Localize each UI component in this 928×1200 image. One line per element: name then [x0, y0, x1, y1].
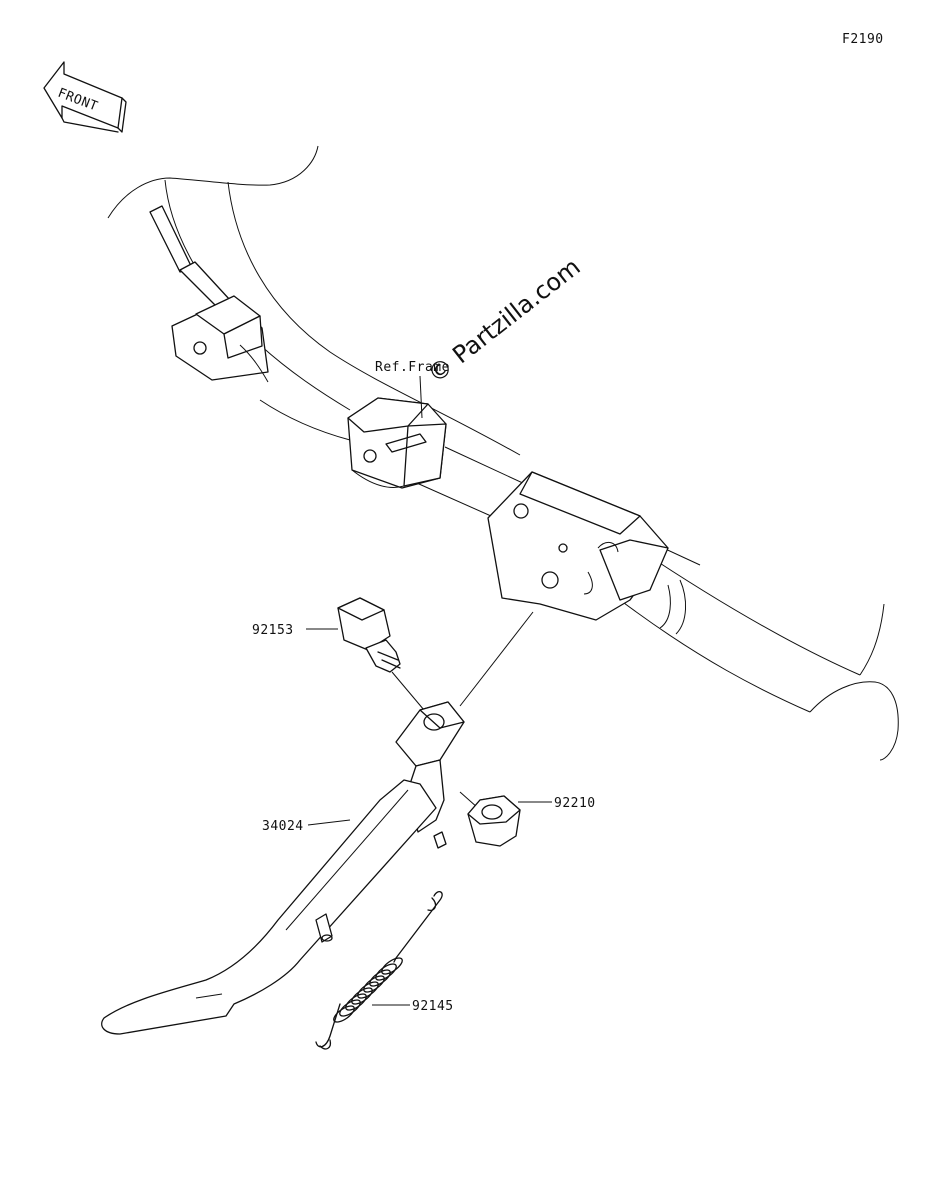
side-stand-part — [101, 701, 465, 1035]
bolt-leader — [391, 671, 425, 711]
callout-bolt: 92153 — [252, 623, 294, 638]
bolt-part — [337, 597, 401, 673]
ref-frame-leader — [419, 375, 423, 419]
front-arrow-icon: FRONT — [43, 61, 127, 133]
callout-leader-stand — [307, 819, 351, 826]
callout-nut: 92210 — [554, 796, 596, 811]
watermark-text: © Partzilla.com — [422, 253, 585, 389]
frame-outline — [107, 145, 899, 761]
callout-spring: 92145 — [412, 999, 454, 1014]
callout-stand: 34024 — [262, 819, 304, 834]
assembly-leader — [459, 611, 534, 707]
figure-code: F2190 — [842, 32, 884, 47]
spring-part — [315, 891, 443, 1050]
ref-frame-label: Ref.Frame — [375, 360, 450, 375]
left-bracket — [149, 205, 269, 383]
spring-coils — [333, 957, 403, 1023]
stand-mount-bracket — [487, 471, 669, 621]
frame-mount-block — [347, 397, 447, 489]
nut-part — [467, 795, 521, 847]
